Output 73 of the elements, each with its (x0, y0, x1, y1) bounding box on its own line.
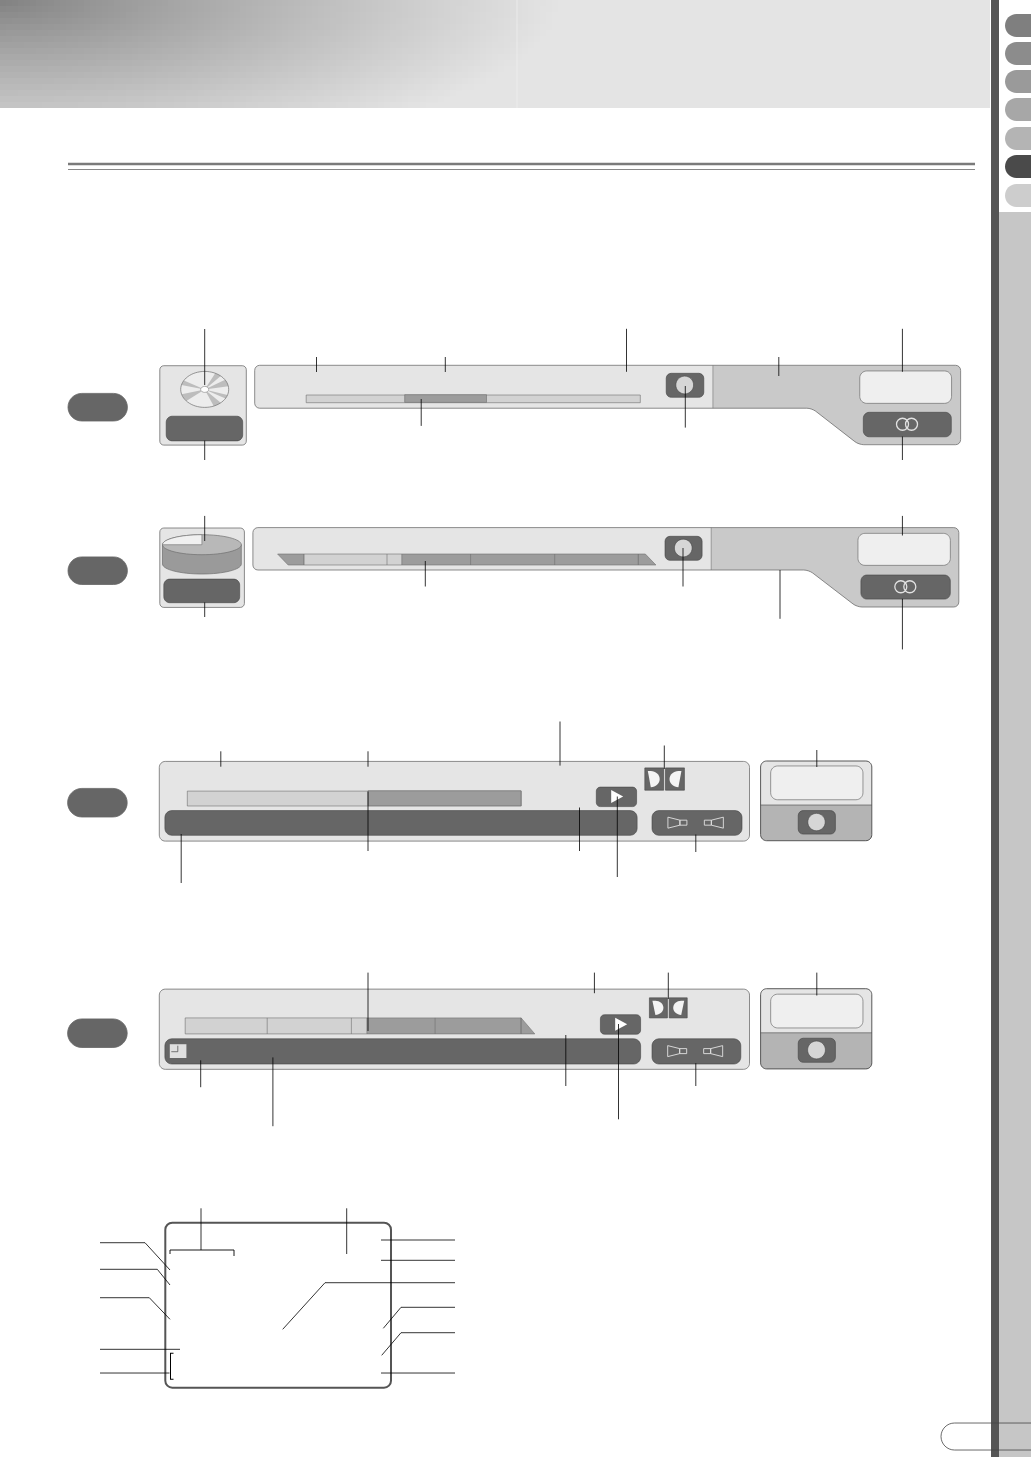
leader-line (180, 833, 182, 884)
leader-line (99, 1297, 171, 1320)
leader-line (618, 1023, 619, 1120)
leader-line (816, 972, 818, 996)
mode-badge (67, 556, 128, 585)
leader-line (420, 398, 422, 427)
leader-line (204, 602, 206, 618)
display-window (857, 533, 951, 566)
leader-line (778, 356, 780, 377)
leader-line (367, 750, 369, 768)
leader-line (902, 436, 903, 461)
leader-line (382, 1306, 456, 1329)
leader-line (779, 569, 781, 620)
leader-line (99, 1242, 171, 1271)
circle-button (664, 536, 703, 561)
leader-line (99, 1348, 181, 1350)
leader-line (381, 1332, 456, 1356)
leader-line (346, 1207, 348, 1255)
leader-line (380, 1372, 456, 1374)
leader-line (667, 972, 669, 1000)
leader-line (367, 791, 369, 852)
leader-line (200, 1059, 202, 1088)
leader-line (204, 440, 206, 461)
leader-line (220, 750, 222, 768)
leader-line (565, 1034, 567, 1087)
disc-icon (180, 371, 230, 408)
play-button (600, 1014, 641, 1035)
leader-line (316, 356, 317, 373)
mode-badge (67, 393, 128, 422)
leader-line (682, 547, 684, 587)
display-window (770, 993, 864, 1029)
leader-line (424, 560, 426, 587)
leader-line (695, 834, 697, 853)
leader-line (367, 972, 369, 1032)
leader-line (204, 328, 206, 386)
leader-line (663, 745, 665, 770)
cylinder-icon (162, 534, 242, 575)
leader-line (380, 1239, 456, 1241)
leader-line (99, 1372, 170, 1374)
screen-frame (164, 1221, 392, 1389)
leader-line (902, 328, 903, 373)
leader-line (902, 598, 903, 650)
leader-line (204, 515, 206, 542)
leader-line (695, 1062, 697, 1087)
mode-badge (67, 788, 128, 818)
leader-line (282, 1282, 456, 1330)
progress-bar (305, 394, 641, 403)
display-window (859, 370, 952, 404)
progress-bar (187, 790, 522, 807)
label-bar (165, 415, 243, 442)
mode-badge (67, 1018, 128, 1048)
circle-button (665, 373, 705, 398)
circle-button (797, 1037, 836, 1063)
leader-line (559, 721, 561, 766)
label-bar (163, 578, 240, 603)
leader-line (444, 356, 446, 373)
leader-line (272, 1057, 274, 1127)
leader-line (616, 796, 618, 878)
leader-line (684, 385, 686, 428)
leader-line (594, 972, 595, 994)
leader-line (902, 515, 903, 536)
leader-line (579, 807, 580, 852)
display-window (770, 765, 864, 801)
progress-bar (277, 553, 657, 566)
leader-line (626, 328, 627, 373)
leader-line (200, 1207, 202, 1251)
leader-line (380, 1259, 456, 1261)
play-button (596, 786, 637, 807)
leader-line (816, 749, 818, 768)
progress-bar (184, 1017, 536, 1035)
info-bar (164, 810, 638, 836)
leader-line (99, 1268, 171, 1286)
circle-button (797, 810, 836, 835)
